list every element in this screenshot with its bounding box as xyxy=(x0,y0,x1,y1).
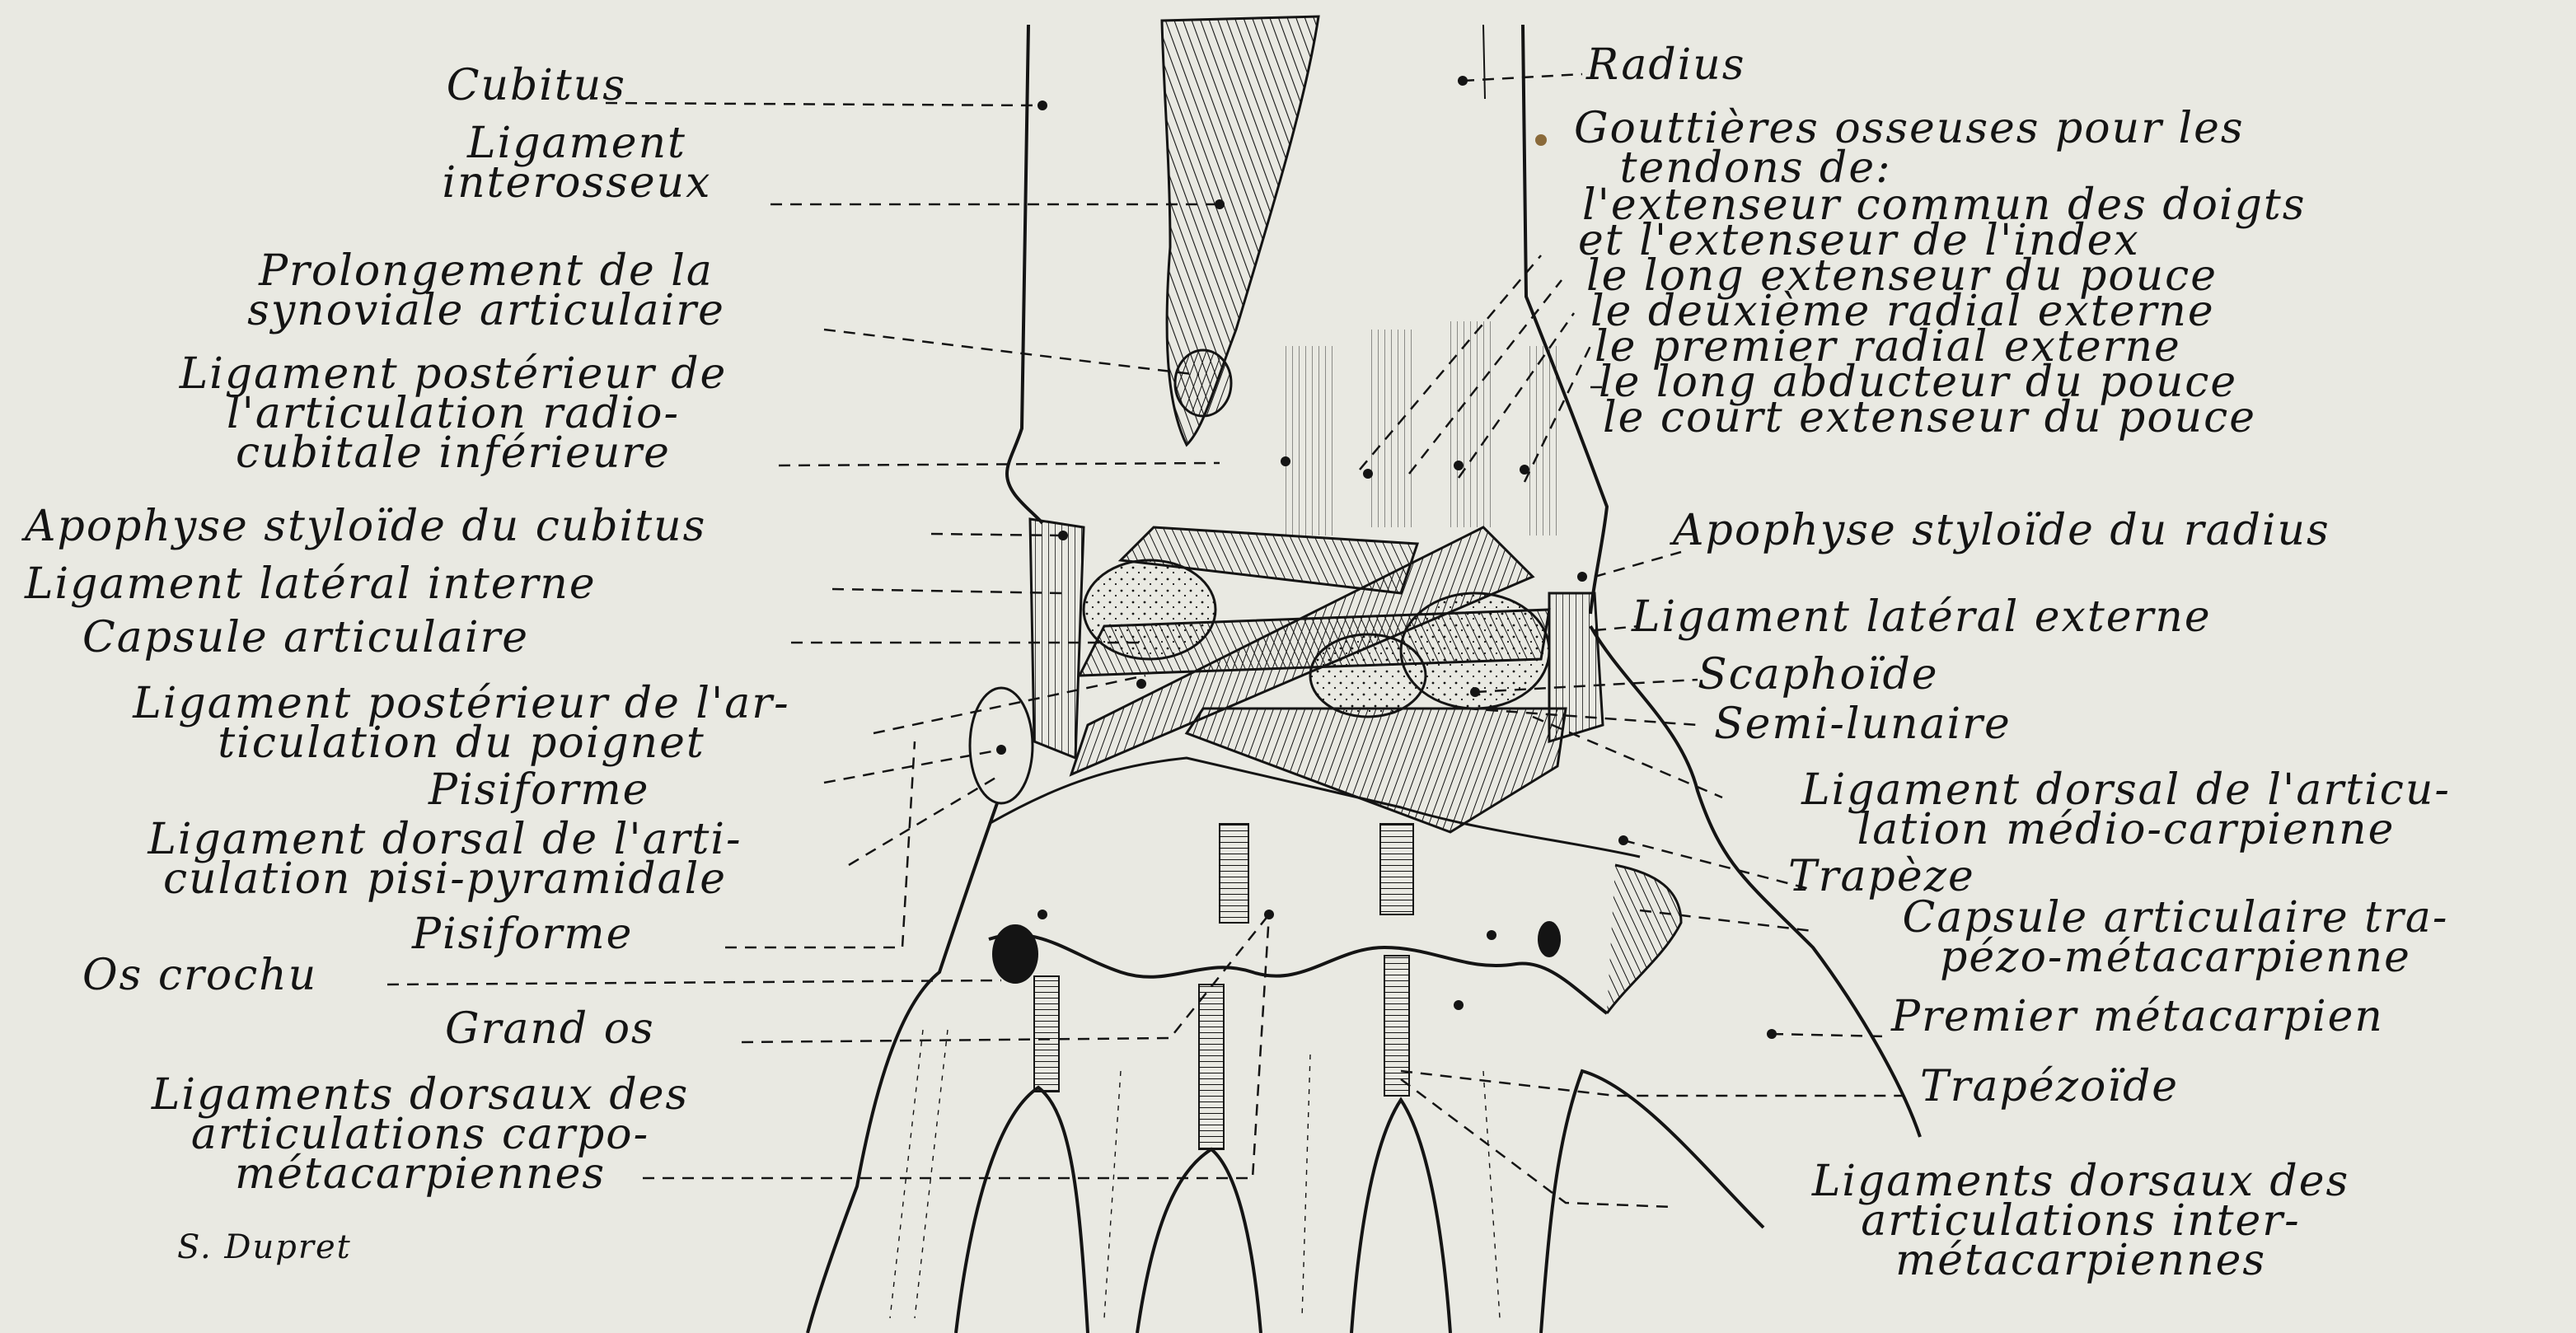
label-scaphoide: Scaphoïde xyxy=(1698,655,1939,695)
label-pisiforme-1: Pisiforme xyxy=(429,770,649,810)
label-ligament-lateral-externe: Ligament latéral externe xyxy=(1632,597,2212,637)
label-trapeze: Trapèze xyxy=(1788,857,1975,896)
label-prolongement-synoviale: Prolongement de la synoviale articulaire xyxy=(66,251,906,330)
label-apophyse-styloide-cubitus: Apophyse styloïde du cubitus xyxy=(25,507,706,546)
label-capsule-trapezo-metacarpienne: Capsule articulaire tra- pézo-métacarpie… xyxy=(1796,898,2555,977)
label-gouttieres-osseuses: Gouttières osseuses pour les tendons de: xyxy=(1574,109,2245,188)
label-ligament-posterieur-radio-cubital: Ligament postérieur de l'articulation ra… xyxy=(16,354,890,473)
label-ligaments-carpo-metacarpiens: Ligaments dorsaux des articulations carp… xyxy=(33,1075,808,1194)
label-apophyse-styloide-radius: Apophyse styloïde du radius xyxy=(1673,511,2330,550)
label-semi-lunaire: Semi-lunaire xyxy=(1714,704,2012,744)
artist-signature: S. Dupret xyxy=(177,1228,352,1267)
label-premier-metacarpien: Premier métacarpien xyxy=(1891,997,2384,1036)
label-radius: Radius xyxy=(1586,45,1745,85)
label-ligament-dorsal-pisi-pyramidale: Ligament dorsal de l'arti- culation pisi… xyxy=(8,820,882,899)
label-ligament-interosseux: Ligament interosseux xyxy=(379,124,775,203)
label-ligament-lateral-interne: Ligament latéral interne xyxy=(25,564,597,604)
label-trapezoide: Trapézoïde xyxy=(1920,1067,2179,1106)
label-capsule-articulaire: Capsule articulaire xyxy=(82,618,529,657)
label-tendon-court-extenseur-pouce: le court extenseur du pouce xyxy=(1603,398,2256,437)
label-pisiforme-2: Pisiforme xyxy=(412,914,633,954)
label-ligament-posterieur-poignet: Ligament postérieur de l'ar- ticulation … xyxy=(16,684,906,763)
label-grand-os: Grand os xyxy=(445,1009,655,1049)
label-ligaments-inter-metacarpiens: Ligaments dorsaux des articulations inte… xyxy=(1665,1162,2497,1280)
label-ligament-dorsal-medio-carpien: Ligament dorsal de l'articu- lation médi… xyxy=(1698,770,2555,849)
label-os-crochu: Os crochu xyxy=(82,956,317,995)
label-cubitus: Cubitus xyxy=(346,66,626,105)
